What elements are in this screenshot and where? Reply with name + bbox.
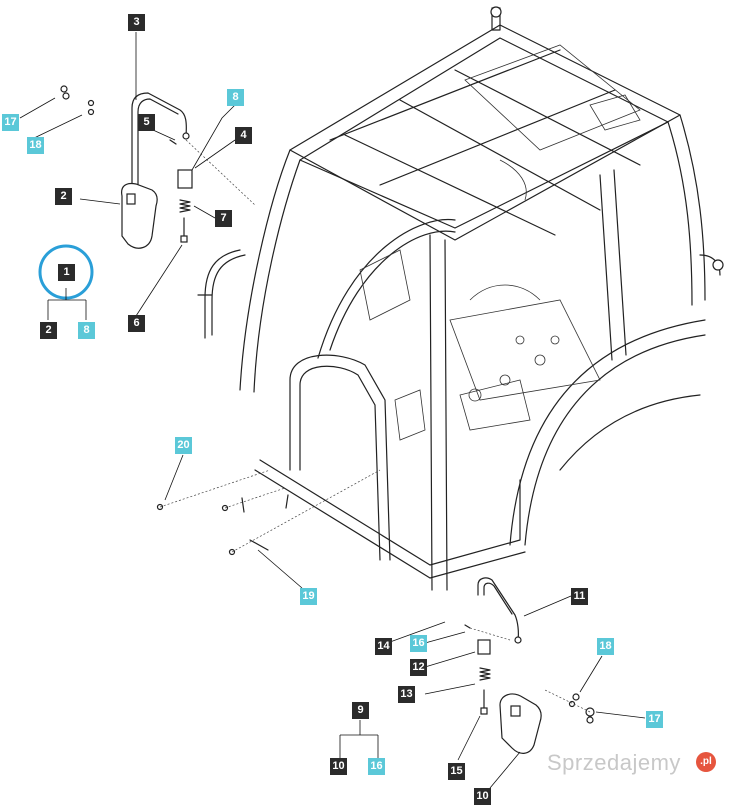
callout-16-sub: 16: [368, 758, 385, 775]
callout-8: 8: [227, 89, 244, 106]
callout-19: 19: [300, 588, 317, 605]
callout-2-sub: 2: [40, 322, 57, 339]
watermark-logo-icon: .pl: [696, 752, 716, 772]
bolts-group: [156, 494, 289, 556]
callout-12: 12: [410, 659, 427, 676]
left-mirror-assembly: [60, 85, 193, 249]
callout-4: 4: [235, 127, 252, 144]
callout-14: 14: [375, 638, 392, 655]
callout-15: 15: [448, 763, 465, 780]
callout-3: 3: [128, 14, 145, 31]
assembly-dashed-lines: [159, 139, 591, 713]
callout-6: 6: [128, 315, 145, 332]
leader-lines: [19, 32, 646, 789]
callout-8-sub: 8: [78, 322, 95, 339]
callout-13: 13: [398, 686, 415, 703]
callout-1: 1: [58, 264, 75, 281]
callout-16: 16: [410, 635, 427, 652]
right-mirror-assembly: [464, 577, 595, 754]
callout-5: 5: [138, 114, 155, 131]
callout-10: 10: [474, 788, 491, 805]
callout-9: 9: [352, 702, 369, 719]
watermark-text: Sprzedajemy: [547, 750, 681, 775]
callout-20: 20: [175, 437, 192, 454]
cab-frame: [197, 6, 724, 591]
callout-17: 17: [2, 114, 19, 131]
callout-17-right: 17: [646, 711, 663, 728]
callout-18: 18: [27, 137, 44, 154]
callout-7: 7: [215, 210, 232, 227]
callout-2: 2: [55, 188, 72, 205]
callout-11: 11: [571, 588, 588, 605]
callout-18-right: 18: [597, 638, 614, 655]
callout-10-sub: 10: [330, 758, 347, 775]
